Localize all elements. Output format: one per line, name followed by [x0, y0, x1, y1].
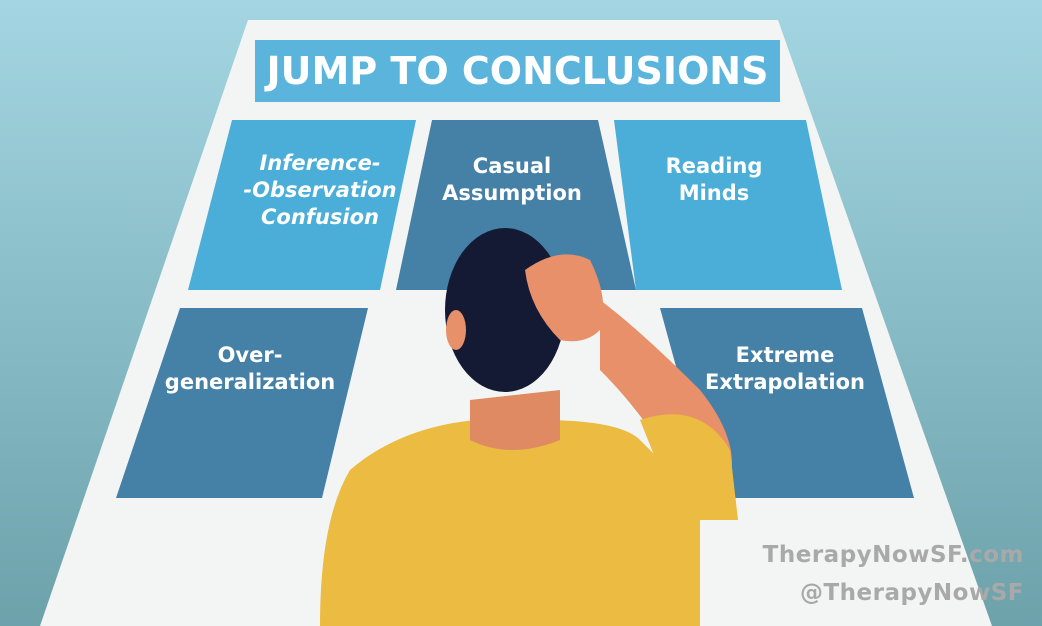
- tile-casual: [396, 120, 636, 290]
- tile-reading: [614, 120, 842, 290]
- tile-inference: [188, 120, 416, 290]
- person: [320, 228, 738, 626]
- tile-label-reading: Reading Minds: [665, 154, 763, 205]
- title-banner: [255, 40, 780, 102]
- tile-overgeneralization: [116, 308, 368, 498]
- watermark-handle: @TherapyNowSF: [799, 580, 1024, 606]
- tile-label-casual: Casual Assumption: [442, 154, 582, 205]
- tile-label-inference: Inference- -Observation Confusion: [243, 151, 397, 229]
- board-title: JUMP TO CONCLUSIONS: [266, 49, 769, 93]
- watermark-site: TherapyNowSF.com: [762, 542, 1024, 568]
- tile-label-extreme: Extreme Extrapolation: [705, 343, 865, 394]
- tile-label-overgeneralization: Over- generalization: [164, 343, 336, 394]
